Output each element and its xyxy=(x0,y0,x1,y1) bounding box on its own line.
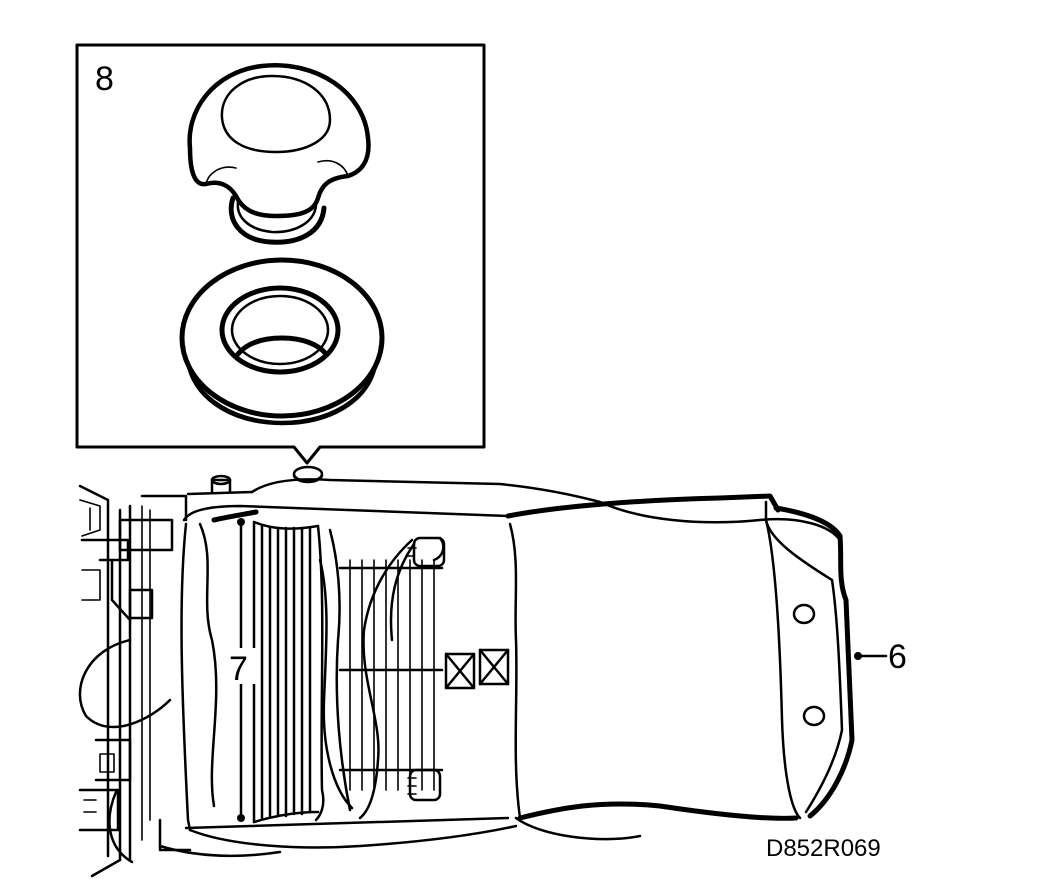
grommet-icon xyxy=(179,257,385,426)
seat-cover: 6 xyxy=(158,493,907,858)
seat-springs xyxy=(318,528,446,820)
seat-assembly: 7 xyxy=(78,474,907,878)
x-markers xyxy=(444,648,510,690)
inset-frame xyxy=(75,43,486,465)
inset-detail: 8 xyxy=(75,43,486,465)
cushion-frame: 7 xyxy=(180,504,510,832)
callout-label-6: 6 xyxy=(888,638,907,676)
left-mechanism xyxy=(78,474,232,878)
callout-label-7: 7 xyxy=(229,650,248,688)
knob-icon xyxy=(187,63,371,245)
inset-leader xyxy=(292,465,324,484)
reference-code: D852R069 xyxy=(766,835,881,862)
callout-label-8: 8 xyxy=(95,60,114,98)
